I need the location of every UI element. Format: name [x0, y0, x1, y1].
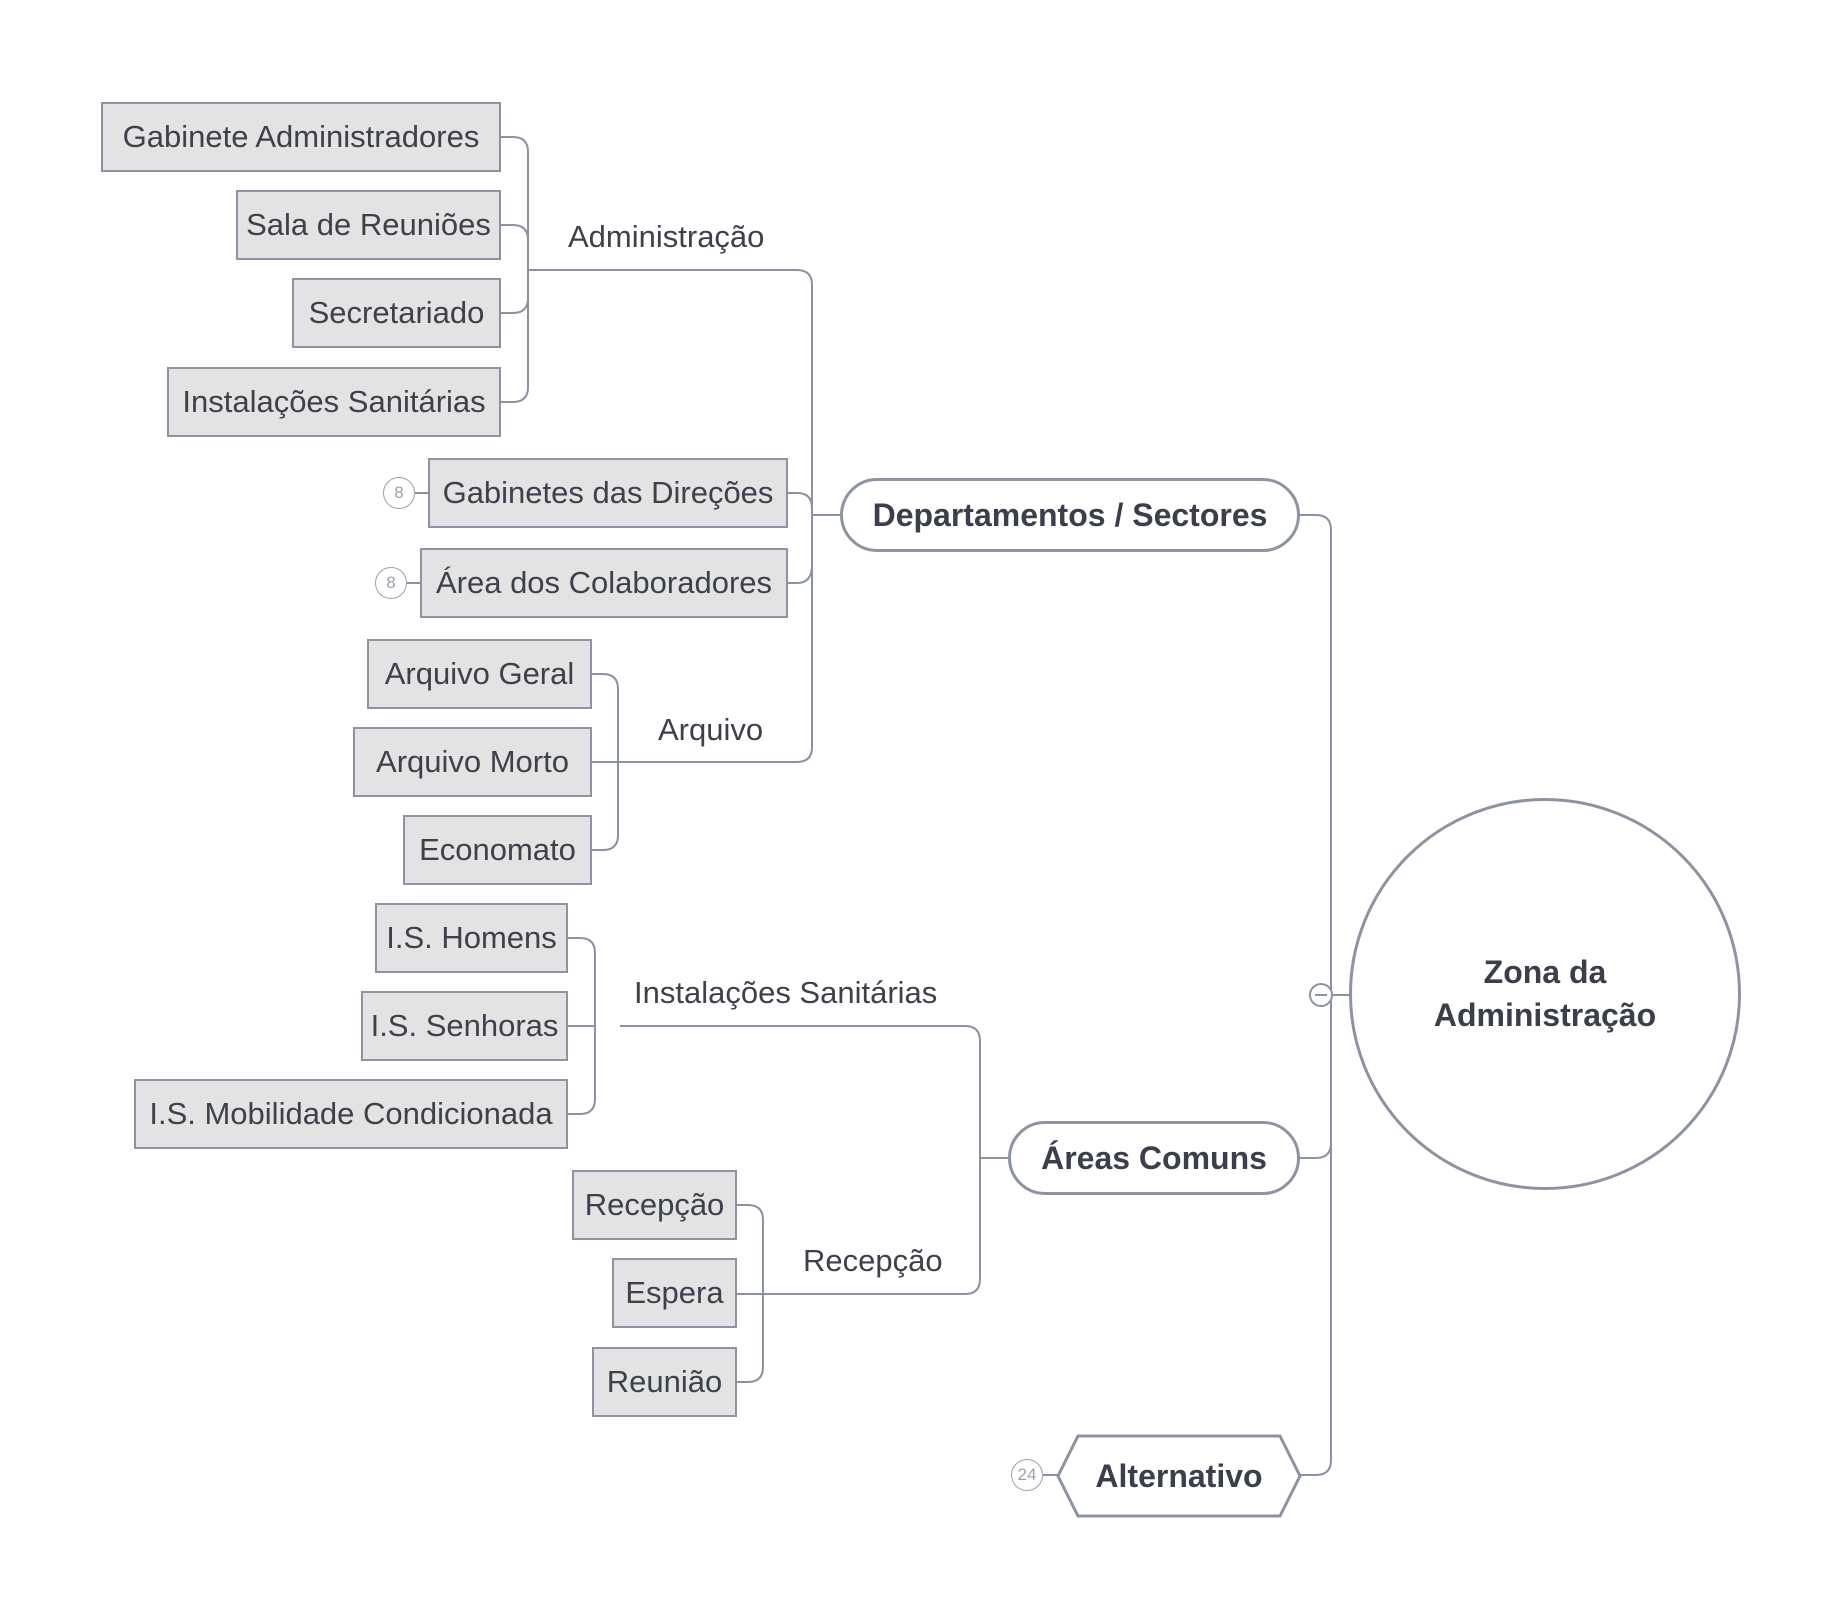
topic-departamentos-label: Departamentos / Sectores: [872, 496, 1268, 533]
central-topic[interactable]: Zona da Administração: [1349, 798, 1741, 1190]
leaf-recepcao[interactable]: Recepção: [572, 1170, 737, 1240]
leaf-label: Economato: [419, 832, 576, 867]
leaf-label: Reunião: [606, 1364, 723, 1399]
leaf-instalacoes-sanitarias[interactable]: Instalações Sanitárias: [167, 367, 501, 437]
leaf-label: Instalações Sanitárias: [182, 384, 486, 419]
leaf-label: Gabinete Administradores: [122, 119, 480, 154]
topic-alternativo[interactable]: Alternativo: [1056, 1434, 1302, 1518]
leaf-label: Sala de Reuniões: [246, 207, 491, 242]
leaf-label: Secretariado: [308, 295, 485, 330]
leaf-label: I.S. Senhoras: [370, 1008, 559, 1043]
leaf-secretariado[interactable]: Secretariado: [292, 278, 501, 348]
leaf-is-mobilidade-condicionada[interactable]: I.S. Mobilidade Condicionada: [134, 1079, 568, 1149]
central-topic-line2: Administração: [1433, 997, 1657, 1033]
topic-alternativo-label: Alternativo: [1095, 1457, 1263, 1494]
leaf-arquivo-morto[interactable]: Arquivo Morto: [353, 727, 592, 797]
leaf-sala-de-reunioes[interactable]: Sala de Reuniões: [236, 190, 501, 260]
hexagon-shape: [1056, 1434, 1302, 1518]
leaf-label: I.S. Homens: [386, 920, 557, 955]
leaf-label: Gabinetes das Direções: [442, 475, 774, 510]
leaf-area-dos-colaboradores[interactable]: Área dos Colaboradores: [420, 548, 788, 618]
topic-areas-comuns-label: Áreas Comuns: [1041, 1139, 1267, 1176]
leaf-arquivo-geral[interactable]: Arquivo Geral: [367, 639, 592, 709]
leaf-label: I.S. Mobilidade Condicionada: [149, 1096, 553, 1131]
central-topic-line1: Zona da: [1483, 954, 1607, 990]
leaf-reuniao[interactable]: Reunião: [592, 1347, 737, 1417]
subtopic-recepcao-label[interactable]: Recepção: [803, 1243, 943, 1278]
leaf-is-homens[interactable]: I.S. Homens: [375, 903, 568, 973]
leaf-espera[interactable]: Espera: [612, 1258, 737, 1328]
leaf-label: Espera: [625, 1275, 724, 1310]
leaf-label: Recepção: [584, 1187, 725, 1222]
collapse-toggle-icon[interactable]: [1309, 983, 1333, 1007]
leaf-label: Arquivo Geral: [384, 656, 575, 691]
subtopic-arquivo-label[interactable]: Arquivo: [658, 712, 764, 747]
subtopic-instalacoes-sanitarias-label[interactable]: Instalações Sanitárias: [634, 975, 938, 1010]
badge-alternativo-count[interactable]: 24: [1011, 1459, 1043, 1491]
leaf-is-senhoras[interactable]: I.S. Senhoras: [361, 991, 568, 1061]
topic-departamentos-sectores[interactable]: Departamentos / Sectores: [840, 478, 1300, 552]
leaf-gabinete-administradores[interactable]: Gabinete Administradores: [101, 102, 501, 172]
badge-colaboradores-count[interactable]: 8: [375, 567, 407, 599]
leaf-label: Área dos Colaboradores: [435, 565, 773, 600]
subtopic-administracao-label[interactable]: Administração: [568, 219, 765, 254]
leaf-label: Arquivo Morto: [376, 744, 569, 779]
leaf-economato[interactable]: Economato: [403, 815, 592, 885]
badge-gabinetes-count[interactable]: 8: [383, 477, 415, 509]
topic-areas-comuns[interactable]: Áreas Comuns: [1008, 1121, 1300, 1195]
leaf-gabinetes-das-direcoes[interactable]: Gabinetes das Direções: [428, 458, 788, 528]
